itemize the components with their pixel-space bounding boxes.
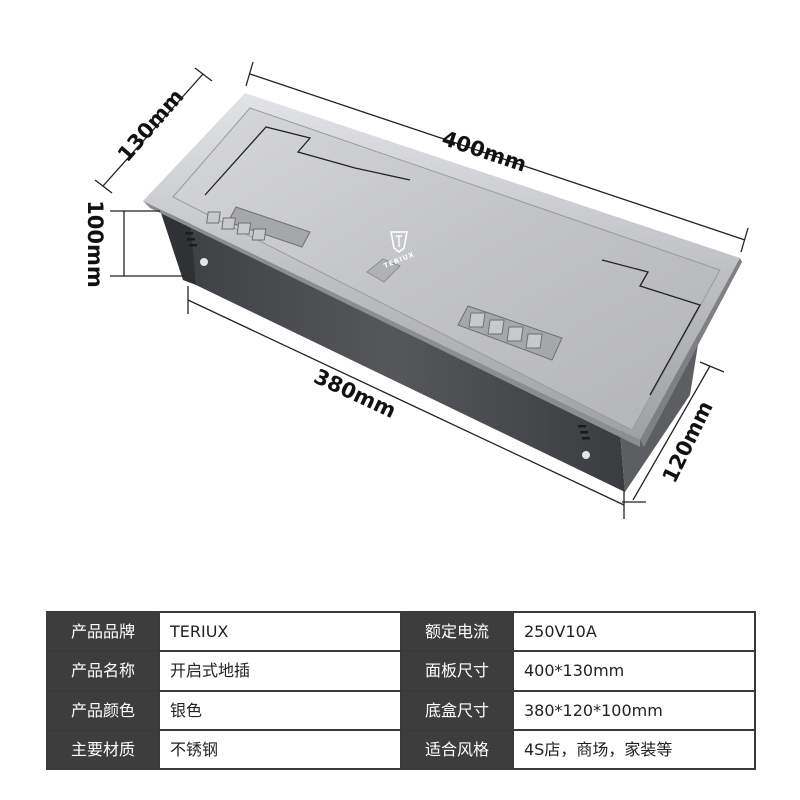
dim-label-box-depth: 100mm [83,200,107,288]
vent-slots-left [185,232,197,247]
top-panel: TERIUX [143,93,742,447]
spec-table: 产品品牌 TERIUX 额定电流 250V10A 产品名称 开启式地插 面板尺寸… [46,610,756,771]
table-row: 主要材质 不锈钢 适合风格 4S店，商场，家装等 [46,728,756,771]
socket-modules-right [457,305,563,361]
mounting-screw-icon [582,451,590,459]
spec-key: 主要材质 [46,728,160,771]
table-row: 产品名称 开启式地插 面板尺寸 400*130mm [46,650,756,692]
spec-value: 银色 [158,689,402,731]
spec-value: 400*130mm [512,650,756,692]
spec-value: 开启式地插 [158,650,402,692]
spec-key: 底盒尺寸 [400,689,514,731]
table-row: 产品颜色 银色 底盒尺寸 380*120*100mm [46,689,756,731]
socket-modules-left [206,206,311,248]
spec-key: 产品名称 [46,650,160,692]
mounting-screw-icon [200,258,208,266]
spec-key: 产品颜色 [46,689,160,731]
spec-value: 4S店，商场，家装等 [512,728,756,771]
spec-key: 额定电流 [400,610,514,653]
spec-value: TERIUX [158,610,402,653]
dim-label-top-width: 130mm [113,84,189,166]
spec-value: 不锈钢 [158,728,402,771]
spec-key: 产品品牌 [46,610,160,653]
dimension-100: 100mm [83,200,185,288]
spec-key: 面板尺寸 [400,650,514,692]
spec-value: 380*120*100mm [512,689,756,731]
spec-value: 250V10A [512,610,756,653]
product-diagram: TERIUX 400mm 130mm [83,61,749,519]
vent-slots-right [578,425,590,440]
table-row: 产品品牌 TERIUX 额定电流 250V10A [46,610,756,653]
spec-key: 适合风格 [400,728,514,771]
